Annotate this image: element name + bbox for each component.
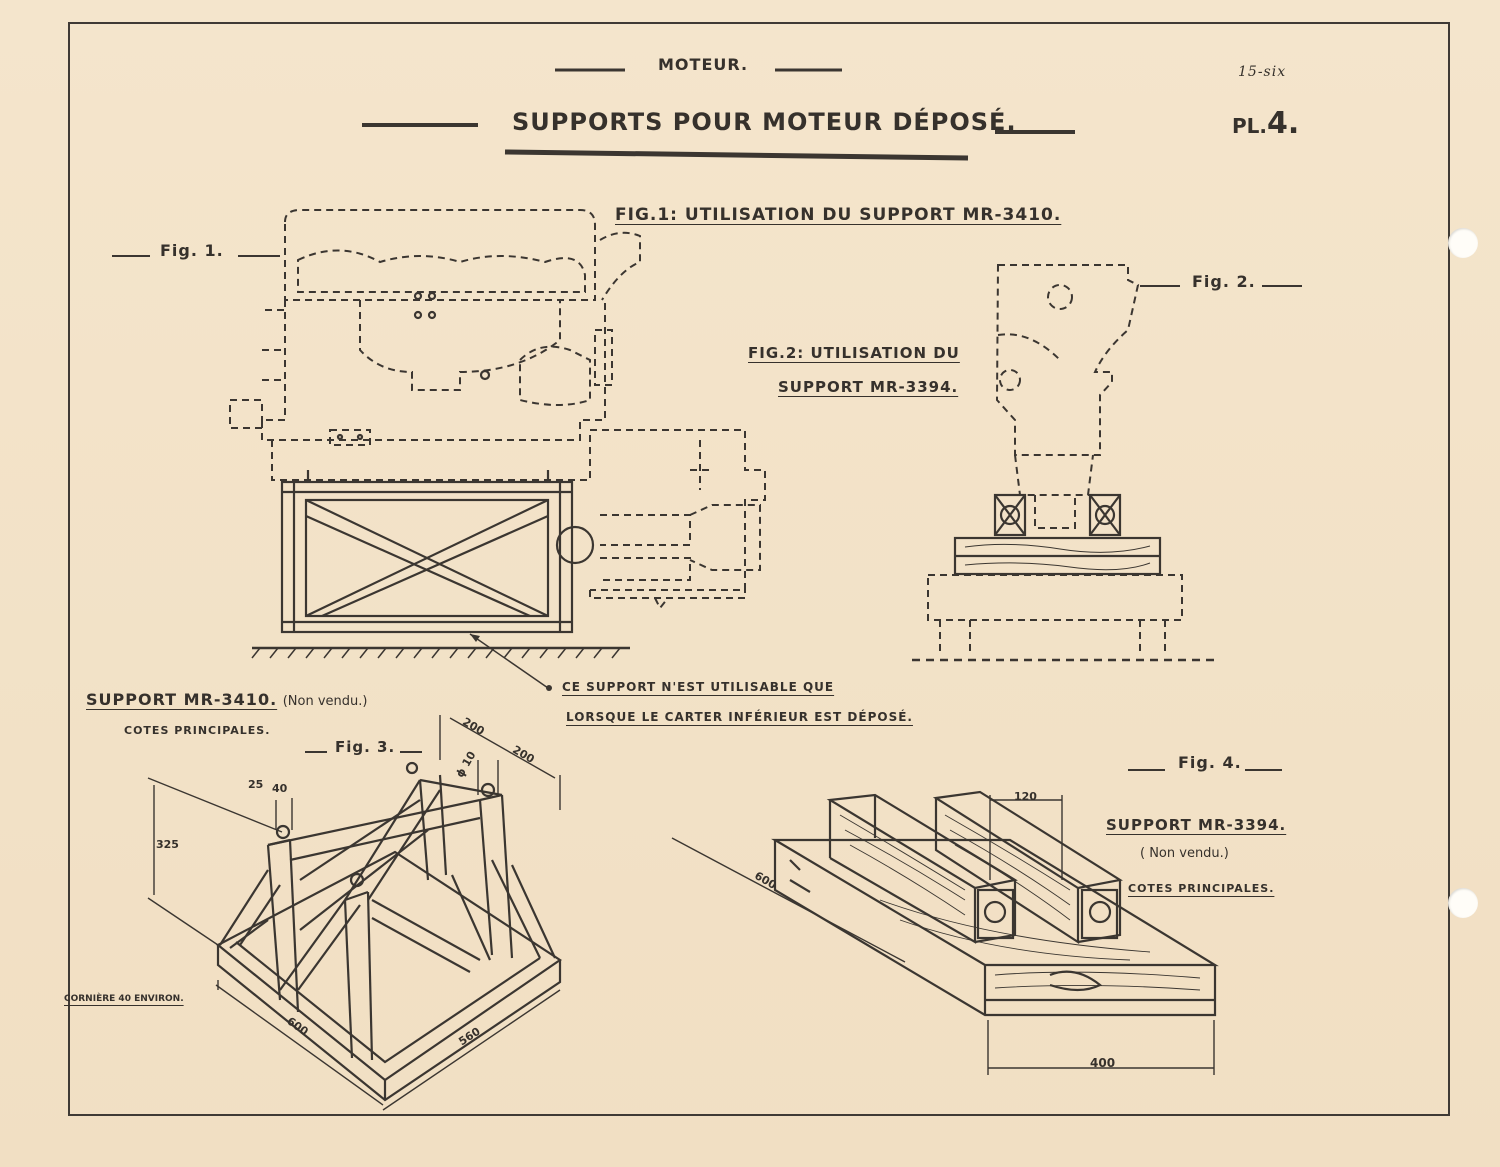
page-title: SUPPORTS POUR MOTEUR DÉPOSÉ. bbox=[512, 108, 1017, 136]
punch-hole-top bbox=[1448, 228, 1478, 258]
fig3-label: Fig. 3. bbox=[335, 738, 396, 756]
section-title: MOTEUR. bbox=[658, 55, 749, 74]
fig2-caption-line1: FIG.2: UTILISATION DU bbox=[748, 344, 960, 362]
support-3410-cotes: COTES PRINCIPALES. bbox=[124, 724, 271, 737]
support-3410-subtitle: (Non vendu.) bbox=[282, 694, 368, 709]
fig1-label: Fig. 1. bbox=[160, 241, 224, 260]
support-3410-title: SUPPORT MR-3410. bbox=[86, 690, 278, 709]
punch-hole-bottom bbox=[1448, 888, 1478, 918]
dim-400: 400 bbox=[1090, 1056, 1116, 1070]
dim-25: 25 bbox=[248, 778, 264, 791]
plate-value: 4. bbox=[1267, 106, 1300, 141]
support-3394-subtitle: ( Non vendu.) bbox=[1140, 846, 1229, 861]
dim-325: 325 bbox=[156, 838, 179, 851]
fig2-caption-line2: SUPPORT MR-3394. bbox=[778, 378, 959, 396]
dim-120: 120 bbox=[1014, 790, 1037, 803]
fig1-caption: FIG.1: UTILISATION DU SUPPORT MR-3410. bbox=[615, 205, 1062, 225]
support-3410-heading: SUPPORT MR-3410. (Non vendu.) bbox=[86, 690, 367, 709]
support-3394-cotes: COTES PRINCIPALES. bbox=[1128, 882, 1275, 895]
plate-prefix: PL. bbox=[1232, 114, 1267, 138]
sheet-reference: 15-six bbox=[1238, 64, 1287, 80]
plate-number: PL.4. bbox=[1232, 106, 1299, 141]
carter-note-line2: LORSQUE LE CARTER INFÉRIEUR EST DÉPOSÉ. bbox=[566, 710, 913, 724]
support-3394-title: SUPPORT MR-3394. bbox=[1106, 816, 1287, 834]
fig2-label: Fig. 2. bbox=[1192, 272, 1256, 291]
border-frame bbox=[68, 22, 1450, 1116]
carter-note-line1: CE SUPPORT N'EST UTILISABLE QUE bbox=[562, 680, 835, 694]
fig4-label: Fig. 4. bbox=[1178, 753, 1242, 772]
dim-40: 40 bbox=[272, 782, 288, 795]
corniere-note: CORNIÈRE 40 ENVIRON. bbox=[64, 994, 184, 1004]
